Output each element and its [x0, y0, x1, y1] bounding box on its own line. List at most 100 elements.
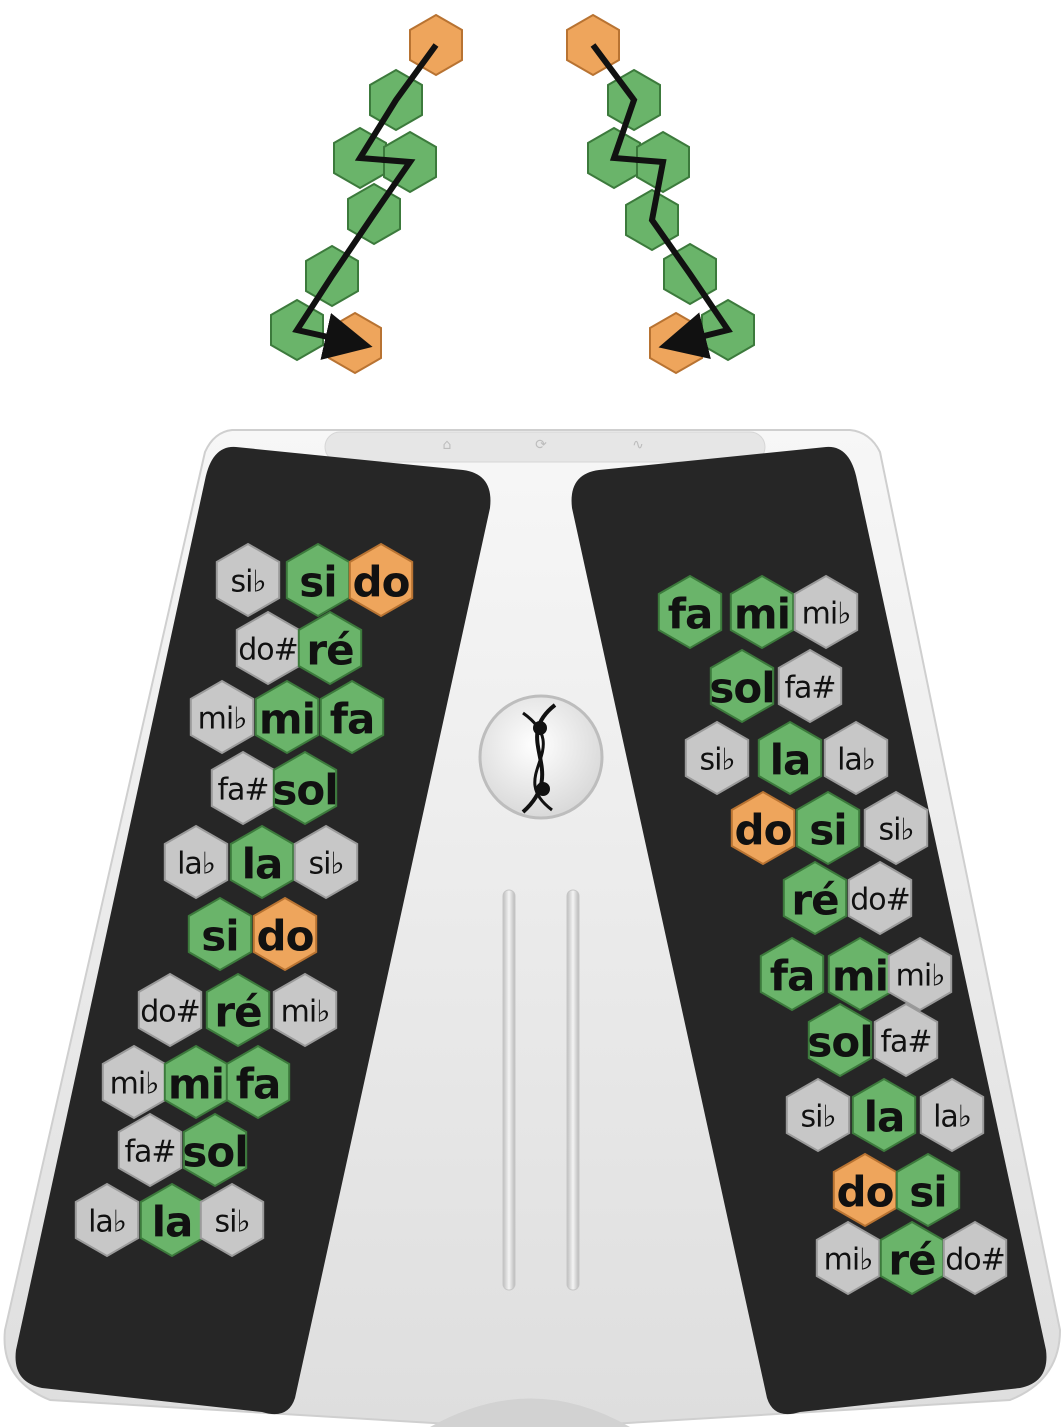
- hex-key-left-r4-k0[interactable]: la♭: [163, 824, 229, 900]
- hex-key-shape: [851, 1077, 917, 1153]
- hex-key-right-r0-k1[interactable]: mi: [729, 574, 795, 650]
- hex-key-left-r3-k1[interactable]: sol: [272, 750, 339, 826]
- hex-key-shape: [348, 542, 414, 618]
- hex-key-shape: [182, 1112, 248, 1188]
- hex-key-right-r7-k1[interactable]: la: [851, 1077, 917, 1153]
- hex-key-right-r0-k0[interactable]: fa: [657, 574, 723, 650]
- hex-key-left-r7-k1[interactable]: mi: [163, 1044, 229, 1120]
- note-label: fa#: [217, 773, 268, 808]
- hex-key-right-r4-k0[interactable]: ré: [782, 860, 848, 936]
- hex-key-shape: [293, 824, 359, 900]
- hex-key-right-r7-k2[interactable]: la♭: [919, 1077, 985, 1153]
- note-label: si: [201, 912, 238, 961]
- hex-key-shape: [863, 790, 929, 866]
- hex-key-left-r5-k0[interactable]: si: [187, 896, 253, 972]
- hex-key-right-r6-k0[interactable]: sol: [807, 1002, 874, 1078]
- hex-key-left-r2-k2[interactable]: fa: [319, 679, 385, 755]
- hex-key-shape: [684, 720, 750, 796]
- hex-key-right-r5-k2[interactable]: mi♭: [887, 936, 953, 1012]
- hex-key-left-r6-k1[interactable]: ré: [205, 972, 271, 1048]
- hex-key-left-r8-k1[interactable]: sol: [182, 1112, 249, 1188]
- hex-key-shape: [74, 1182, 140, 1258]
- hex-key-shape: [847, 860, 913, 936]
- home-icon[interactable]: ⌂: [443, 437, 452, 453]
- device-top-bar: ⌂ ⟳ ∿: [324, 431, 766, 463]
- hex-key-shape: [319, 679, 385, 755]
- hex-key-left-r7-k2[interactable]: fa: [225, 1044, 291, 1120]
- hex-key-right-r2-k1[interactable]: la: [757, 720, 823, 796]
- hex-key-right-r8-k0[interactable]: do: [832, 1152, 898, 1228]
- hex-key-shape: [919, 1077, 985, 1153]
- note-label: ré: [888, 1236, 935, 1285]
- note-label: si♭: [230, 565, 265, 600]
- hex-key-left-r4-k2[interactable]: si♭: [293, 824, 359, 900]
- hex-key-right-r4-k1[interactable]: do#: [847, 860, 913, 936]
- hex-key-left-r6-k2[interactable]: mi♭: [272, 972, 338, 1048]
- hex-key-right-r3-k1[interactable]: si: [795, 790, 861, 866]
- note-label: la♭: [177, 847, 215, 882]
- note-label: mi♭: [896, 959, 945, 994]
- sync-icon[interactable]: ⟳: [535, 437, 547, 453]
- note-label: mi♭: [802, 597, 851, 632]
- note-label: do#: [945, 1243, 1005, 1278]
- hex-key-right-r1-k0[interactable]: sol: [709, 648, 776, 724]
- hex-key-left-r2-k0[interactable]: mi♭: [189, 679, 255, 755]
- hex-key-right-r7-k0[interactable]: si♭: [785, 1077, 851, 1153]
- hex-key-shape: [117, 1112, 183, 1188]
- hex-key-shape: [815, 1220, 881, 1296]
- note-label: fa#: [124, 1135, 175, 1170]
- hex-key-shape: [795, 790, 861, 866]
- hex-key-left-r9-k1[interactable]: la: [139, 1182, 205, 1258]
- scale-diagram-left: [270, 13, 463, 375]
- hex-key-left-r0-k1[interactable]: si: [285, 542, 351, 618]
- hex-key-right-r5-k0[interactable]: fa: [759, 936, 825, 1012]
- hex-key-left-r3-k0[interactable]: fa#: [210, 750, 276, 826]
- hex-key-shape: [757, 720, 823, 796]
- hex-key-shape: [785, 1077, 851, 1153]
- hex-key-shape: [199, 1182, 265, 1258]
- hex-key-left-r8-k0[interactable]: fa#: [117, 1112, 183, 1188]
- hex-key-left-r4-k1[interactable]: la: [229, 824, 295, 900]
- hex-key-right-r1-k1[interactable]: fa#: [777, 648, 843, 724]
- hex-key-right-r5-k1[interactable]: mi: [827, 936, 893, 1012]
- hex-key-right-r2-k2[interactable]: la♭: [823, 720, 889, 796]
- right-slot: [566, 889, 580, 1291]
- hex-key-shape: [272, 750, 338, 826]
- hex-key-right-r3-k0[interactable]: do: [730, 790, 796, 866]
- hex-key-shape: [272, 972, 338, 1048]
- hex-key-shape: [297, 610, 363, 686]
- note-label: si♭: [800, 1100, 835, 1135]
- note-label: mi: [168, 1060, 224, 1109]
- double-helix-icon: [521, 703, 557, 814]
- hex-key-right-r2-k0[interactable]: si♭: [684, 720, 750, 796]
- hex-key-shape: [895, 1152, 961, 1228]
- hex-key-right-r9-k1[interactable]: ré: [879, 1220, 945, 1296]
- note-label: mi♭: [110, 1067, 159, 1102]
- hex-key-shape: [254, 679, 320, 755]
- hex-key-shape: [657, 574, 723, 650]
- hex-key-right-r8-k1[interactable]: si: [895, 1152, 961, 1228]
- hex-key-right-r6-k1[interactable]: fa#: [873, 1002, 939, 1078]
- note-label: si♭: [699, 743, 734, 778]
- hex-key-left-r1-k0[interactable]: do#: [235, 610, 301, 686]
- center-button[interactable]: [478, 694, 604, 820]
- hex-key-left-r9-k0[interactable]: la♭: [74, 1182, 140, 1258]
- hex-key-left-r2-k1[interactable]: mi: [254, 679, 320, 755]
- hex-key-left-r1-k1[interactable]: ré: [297, 610, 363, 686]
- note-label: la♭: [933, 1100, 971, 1135]
- scale-diagram-right: [566, 13, 755, 375]
- hex-key-left-r5-k1[interactable]: do: [252, 896, 318, 972]
- hex-key-right-r9-k2[interactable]: do#: [942, 1220, 1008, 1296]
- hex-key-left-r9-k2[interactable]: si♭: [199, 1182, 265, 1258]
- hex-key-shape: [782, 860, 848, 936]
- hex-key-left-r0-k0[interactable]: si♭: [215, 542, 281, 618]
- hex-key-right-r9-k0[interactable]: mi♭: [815, 1220, 881, 1296]
- hex-key-right-r0-k2[interactable]: mi♭: [793, 574, 859, 650]
- wave-icon[interactable]: ∿: [632, 437, 644, 453]
- hex-key-shape: [187, 896, 253, 972]
- note-label: si♭: [214, 1205, 249, 1240]
- hex-key-left-r0-k2[interactable]: do: [348, 542, 414, 618]
- note-label: la: [152, 1198, 193, 1247]
- hex-key-left-r6-k0[interactable]: do#: [137, 972, 203, 1048]
- hex-key-right-r3-k2[interactable]: si♭: [863, 790, 929, 866]
